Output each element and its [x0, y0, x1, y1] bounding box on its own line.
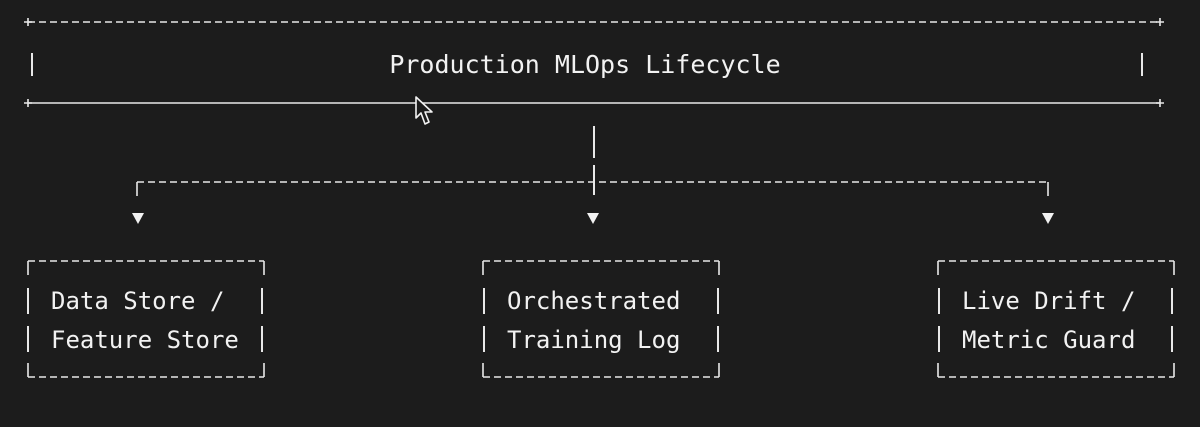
connector-lines: [136, 126, 1049, 196]
arrow-down-icon: [1042, 213, 1054, 224]
title-box: Production MLOps Lifecycle: [24, 18, 1164, 107]
arrow-down-icon: [587, 213, 599, 224]
node-drift-guard: Live Drift / Metric Guard: [937, 260, 1175, 378]
node-label-line: Feature Store: [51, 326, 239, 354]
node-data-store: Data Store / Feature Store: [27, 260, 265, 378]
mouse-pointer-icon: [415, 96, 433, 125]
node-label-line: Orchestrated: [507, 287, 680, 315]
node-label-line: Metric Guard: [962, 326, 1135, 354]
node-label-line: Data Store /: [51, 287, 224, 315]
node-label-line: Live Drift /: [962, 287, 1135, 315]
node-training-log: Orchestrated Training Log: [482, 260, 720, 378]
arrow-down-icon: [132, 213, 144, 224]
diagram-title: Production MLOps Lifecycle: [389, 50, 780, 79]
node-label-line: Training Log: [507, 326, 680, 354]
